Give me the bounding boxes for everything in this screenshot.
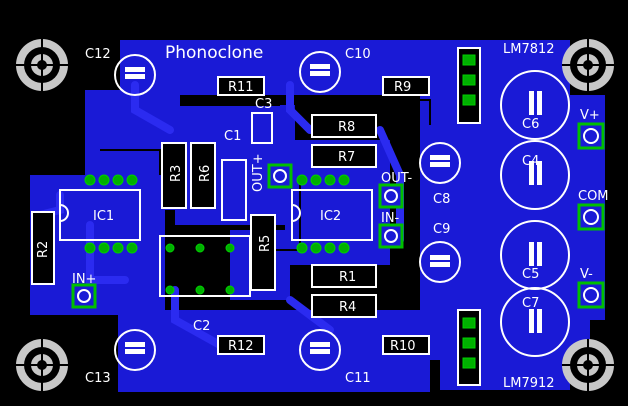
label-r3: R3	[169, 165, 184, 182]
connector-pads	[71, 122, 605, 309]
ic-outlines	[59, 112, 373, 297]
label-lm7812: LM7812	[503, 42, 555, 57]
label-out-minus: OUT-	[381, 171, 412, 186]
label-c1: C1	[224, 129, 241, 144]
label-c6: C6	[522, 117, 539, 132]
label-c5: C5	[522, 267, 539, 282]
label-c12: C12	[85, 47, 111, 62]
label-c13: C13	[85, 371, 111, 386]
mounting-holes	[16, 39, 614, 391]
label-c4: C4	[522, 154, 539, 169]
label-r8: R8	[338, 120, 355, 135]
electrolytic-caps	[114, 51, 570, 371]
label-out-plus: OUT+	[251, 153, 266, 192]
label-r2: R2	[36, 241, 51, 258]
label-r9: R9	[394, 80, 411, 95]
resistors	[31, 76, 430, 355]
pads	[84, 54, 476, 369]
label-c7: C7	[522, 296, 539, 311]
label-ic2: IC2	[320, 209, 341, 224]
cap-symbols	[125, 64, 542, 354]
label-r5: R5	[258, 235, 273, 252]
label-in-minus: IN-	[381, 211, 400, 226]
label-c8: C8	[433, 192, 450, 207]
label-r12: R12	[228, 339, 254, 354]
label-r7: R7	[338, 150, 355, 165]
label-r1: R1	[339, 270, 356, 285]
label-com: COM	[578, 189, 609, 204]
board-title: Phonoclone	[165, 43, 263, 63]
label-v-minus: V-	[580, 267, 593, 282]
label-c11: C11	[345, 371, 371, 386]
label-c10: C10	[345, 47, 371, 62]
label-c2: C2	[193, 319, 210, 334]
label-r4: R4	[339, 300, 356, 315]
label-c9: C9	[433, 222, 450, 237]
copper-pour	[30, 40, 605, 392]
label-r10: R10	[390, 339, 416, 354]
label-lm7912: LM7912	[503, 376, 555, 391]
label-r11: R11	[228, 80, 254, 95]
label-in-plus: IN+	[72, 272, 96, 287]
label-ic1: IC1	[93, 209, 114, 224]
label-c3: C3	[255, 97, 272, 112]
label-v-plus: V+	[580, 108, 600, 123]
label-r6: R6	[198, 165, 213, 182]
